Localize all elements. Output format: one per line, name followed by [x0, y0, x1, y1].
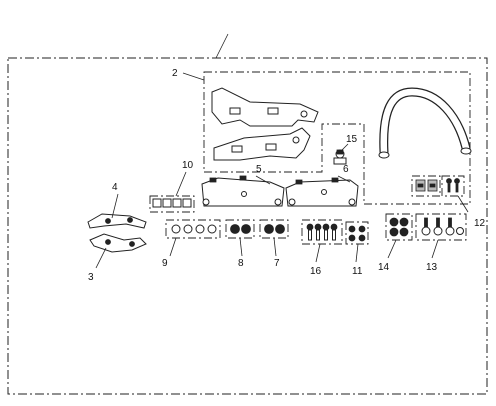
callout-7: 7: [274, 258, 280, 269]
subassembly-2-frame: [203, 71, 471, 205]
leader-5: [255, 175, 271, 185]
callout-16: 16: [310, 266, 322, 277]
part-10-box: [149, 195, 195, 213]
part-13-bolts: [421, 217, 464, 236]
leader-13: [431, 239, 439, 259]
mounting-bracket-6: [285, 177, 359, 207]
leader-16: [315, 243, 321, 263]
leader-11: [355, 243, 359, 263]
part-13-box: [415, 213, 467, 241]
part-10-spacers: [152, 198, 192, 208]
part-9-box: [165, 219, 221, 239]
callout-4: 4: [112, 182, 118, 193]
mounting-bracket-5: [201, 175, 285, 207]
part-12-screws-right: [446, 178, 460, 193]
leader-4: [111, 193, 119, 219]
leader-2: [182, 72, 205, 81]
part-14-box: [385, 213, 413, 241]
leader-10: [175, 171, 187, 197]
callout-15: 15: [346, 134, 358, 145]
grab-rail: [378, 87, 472, 159]
callout-6: 6: [343, 164, 349, 175]
callout-5: 5: [256, 164, 262, 175]
callout-13: 13: [426, 262, 438, 273]
callout-2: 2: [172, 68, 178, 79]
part-12-clips-left: [415, 179, 438, 192]
part-16-bolts: [306, 223, 338, 241]
arm-bracket-4: [87, 213, 147, 229]
callout-3: 3: [88, 272, 94, 283]
leader-14: [387, 239, 397, 259]
part-12-box-left: [411, 175, 441, 197]
leader-15: [341, 143, 349, 151]
leader-3: [95, 247, 107, 269]
carrier-rail-lower: [213, 127, 311, 161]
callout-12: 12: [474, 218, 486, 229]
callout-10: 10: [182, 160, 194, 171]
callout-9: 9: [162, 258, 168, 269]
part-14-nuts: [389, 217, 409, 237]
part-12-box-right: [441, 175, 465, 197]
leader-12: [457, 195, 469, 213]
assembly-frame: [7, 57, 488, 395]
leader-8: [239, 237, 243, 257]
callout-8: 8: [238, 258, 244, 269]
part-11-box: [345, 221, 369, 245]
leader-9: [169, 237, 177, 257]
leader-7: [273, 237, 277, 257]
leader-top: [215, 33, 229, 59]
part-11-washers: [348, 225, 366, 242]
part-9-nuts: [171, 224, 217, 234]
part-8-grommets: [230, 224, 251, 234]
callout-14: 14: [378, 262, 390, 273]
arm-bracket-3: [89, 233, 147, 253]
part-15-fastener: [333, 149, 347, 165]
part-7-grommets: [264, 224, 285, 234]
leader-6: [337, 175, 351, 183]
carrier-rail-upper: [211, 87, 319, 127]
part-16-box: [301, 219, 343, 245]
callout-11: 11: [352, 266, 363, 277]
